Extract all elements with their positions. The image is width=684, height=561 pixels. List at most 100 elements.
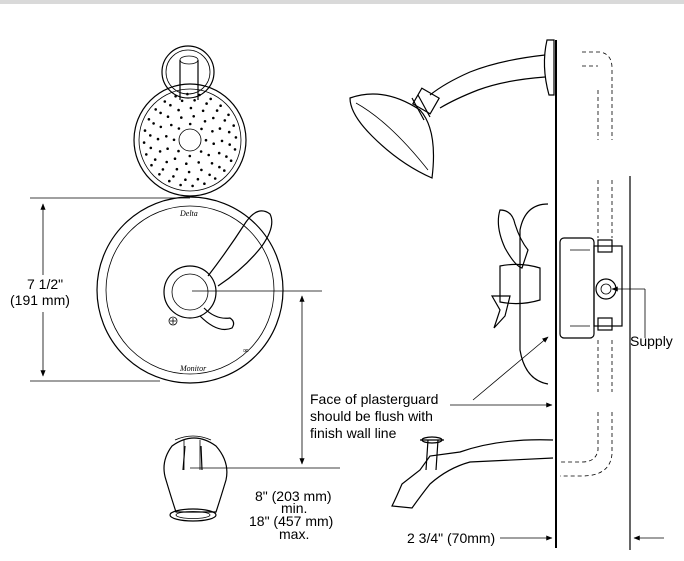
nozzle-dot <box>166 115 170 118</box>
nozzle-dot <box>200 168 203 172</box>
nozzle-dot <box>233 148 237 151</box>
nozzle-dot <box>193 99 196 102</box>
nozzle-dot <box>223 119 227 122</box>
trim-height-imperial: 7 1/2" <box>27 276 63 292</box>
nozzle-dot <box>200 127 203 131</box>
nozzle-dot <box>172 138 176 142</box>
nozzle-dot <box>199 150 203 153</box>
nozzle-dot <box>149 134 152 137</box>
supply-label: Supply <box>630 333 673 349</box>
nozzle-dot <box>201 109 205 113</box>
plasterguard-leader <box>472 336 549 401</box>
nozzle-dot <box>153 158 157 161</box>
plasterguard-text-1: Face of plasterguard <box>310 391 438 407</box>
nozzle-dot <box>205 102 208 105</box>
spout-max-word: max. <box>279 526 309 542</box>
trim-height-metric: (191 mm) <box>10 292 70 308</box>
nozzle-dot <box>169 103 172 107</box>
nozzle-dot <box>198 93 201 97</box>
nozzle-dot <box>228 143 231 146</box>
nozzle-dot <box>166 147 169 150</box>
valve-handle-side-icon <box>490 203 549 385</box>
nozzle-dot <box>212 116 215 120</box>
nozzle-dot <box>185 162 188 165</box>
tub-spout-front-icon <box>163 435 228 522</box>
nozzle-dot <box>159 125 163 129</box>
nozzle-dot <box>210 162 214 165</box>
nozzle-dot <box>184 178 187 181</box>
nozzle-dot <box>150 163 153 167</box>
shower-head-side-icon <box>349 39 555 179</box>
nozzle-dot <box>207 153 210 157</box>
nozzle-dot <box>179 183 182 187</box>
nozzle-dot <box>154 108 157 111</box>
spout-min-word: min. <box>281 500 307 516</box>
nozzle-dot <box>229 159 233 162</box>
nozzle-dot <box>196 177 200 181</box>
spout-max-value: 18" (457 mm) <box>249 513 333 529</box>
brand-top-text: Delta <box>179 209 198 218</box>
nozzle-dot <box>186 92 189 96</box>
nozzle-dot <box>172 175 175 178</box>
nozzle-dot <box>213 177 217 180</box>
valve-body-icon <box>559 237 623 339</box>
nozzle-dot <box>187 170 191 174</box>
nozzle-dot <box>215 109 219 112</box>
nozzle-dot <box>177 127 181 130</box>
nozzle-dot <box>218 127 222 130</box>
shower-head-front-icon <box>133 45 247 197</box>
valve-trim-icon <box>96 196 284 384</box>
nozzle-dot <box>234 136 238 139</box>
nozzle-dot <box>188 122 192 126</box>
nozzle-dot <box>143 129 147 132</box>
nozzle-dot <box>211 130 214 133</box>
nozzle-dot <box>209 97 212 101</box>
nozzle-dot <box>147 118 151 121</box>
nozzle-dot <box>232 124 235 127</box>
wall-depth-label: 2 3/4" (70mm) <box>407 530 495 546</box>
nozzle-dot <box>175 167 179 171</box>
nozzle-dot <box>204 138 208 142</box>
nozzle-dot <box>192 115 195 118</box>
plasterguard-text-2: should be flush with <box>310 408 433 424</box>
nozzle-dot <box>163 100 167 103</box>
nozzle-dot <box>203 182 206 185</box>
nozzle-dot <box>177 108 180 112</box>
brand-bottom-text: Monitor <box>179 364 207 373</box>
nozzle-dot <box>177 149 180 153</box>
nozzle-dot <box>145 153 148 156</box>
spout-min-value: 8" (203 mm) <box>255 488 332 504</box>
nozzle-dot <box>225 155 228 158</box>
nozzle-dot <box>208 173 211 177</box>
nozzle-dot <box>217 151 221 155</box>
nozzle-dot <box>156 137 160 141</box>
nozzle-dot <box>142 141 146 144</box>
nozzle-dot <box>180 116 183 119</box>
nozzle-dot <box>170 123 173 127</box>
nozzle-dot <box>188 154 192 158</box>
plasterguard-text-3: finish wall line <box>310 425 397 441</box>
nozzle-dot <box>158 173 161 176</box>
nozzle-dot <box>165 160 168 164</box>
flow-mark: ∞ <box>243 346 249 355</box>
nozzle-dot <box>218 165 221 169</box>
nozzle-dot <box>173 157 177 160</box>
nozzle-dot <box>219 104 222 107</box>
top-border <box>0 0 684 4</box>
nozzle-dot <box>212 142 215 145</box>
nozzle-dot <box>159 111 162 115</box>
nozzle-dot <box>168 179 171 183</box>
nozzle-dot <box>203 120 207 123</box>
nozzle-dot <box>227 130 231 134</box>
tub-spout-side-icon <box>391 436 554 509</box>
nozzle-dot <box>189 106 193 110</box>
nozzle-dot <box>165 135 168 138</box>
nozzle-dot <box>158 150 162 153</box>
nozzle-dot <box>180 99 184 103</box>
nozzle-dot <box>220 139 224 143</box>
supply-pipes <box>560 51 613 477</box>
nozzle-dot <box>227 113 230 117</box>
nozzle-dot <box>223 169 226 172</box>
nozzle-dot <box>152 122 155 125</box>
